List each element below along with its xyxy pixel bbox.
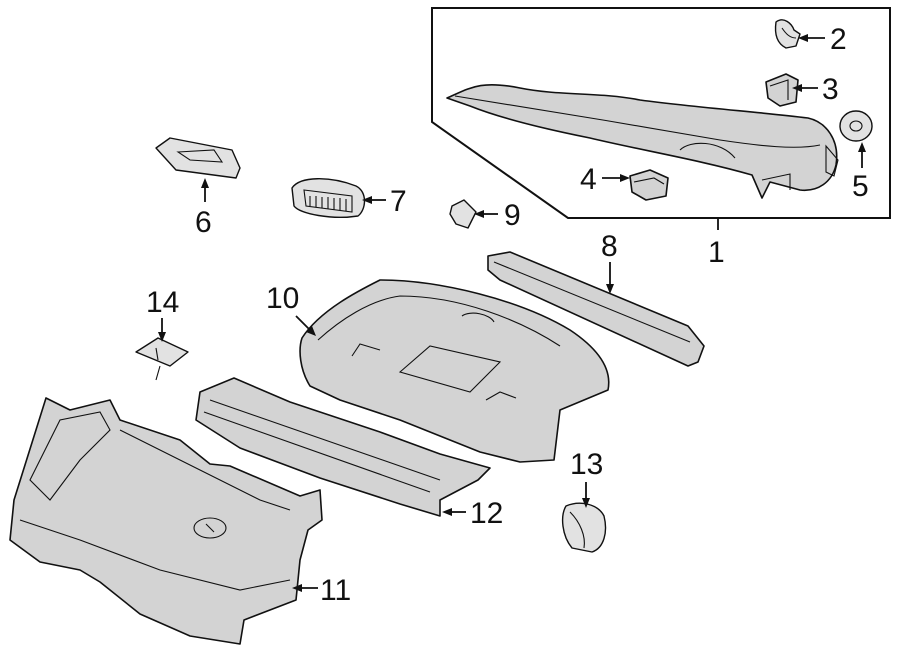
part-6-trim [155,137,241,179]
callout-12: 12 [470,497,503,530]
callout-8: 8 [601,230,618,263]
part-11-trunk-liner [9,397,323,645]
part-2-clip [774,19,801,49]
callout-2: 2 [830,23,847,56]
callout-7: 7 [390,185,407,218]
leader-lines [158,34,866,592]
part-13-cap [561,502,607,553]
callout-6: 6 [195,206,212,239]
part-5-grommet [839,110,873,142]
part-9-clip [449,199,477,229]
callout-9: 9 [504,199,521,232]
callout-1: 1 [708,236,725,269]
callout-4: 4 [580,163,597,196]
part-8-rear-trim [487,251,705,367]
callout-10: 10 [266,282,299,315]
callout-5: 5 [852,170,869,203]
part-3-retainer [765,73,799,107]
part-7-speaker-grille [291,178,366,218]
callout-11: 11 [320,574,351,607]
callout-labels: 1 2 3 4 5 6 7 8 9 10 11 12 13 14 [146,23,869,607]
part-12-sill-plate [195,377,491,517]
part-1-group-box [431,7,891,230]
part-1-trim-panel [446,84,839,199]
callout-14: 14 [146,286,179,319]
callout-13: 13 [570,448,603,481]
part-14-fastener [135,337,189,381]
part-10-package-tray [299,279,610,463]
callout-3: 3 [822,73,839,106]
part-4-clip [629,169,669,201]
